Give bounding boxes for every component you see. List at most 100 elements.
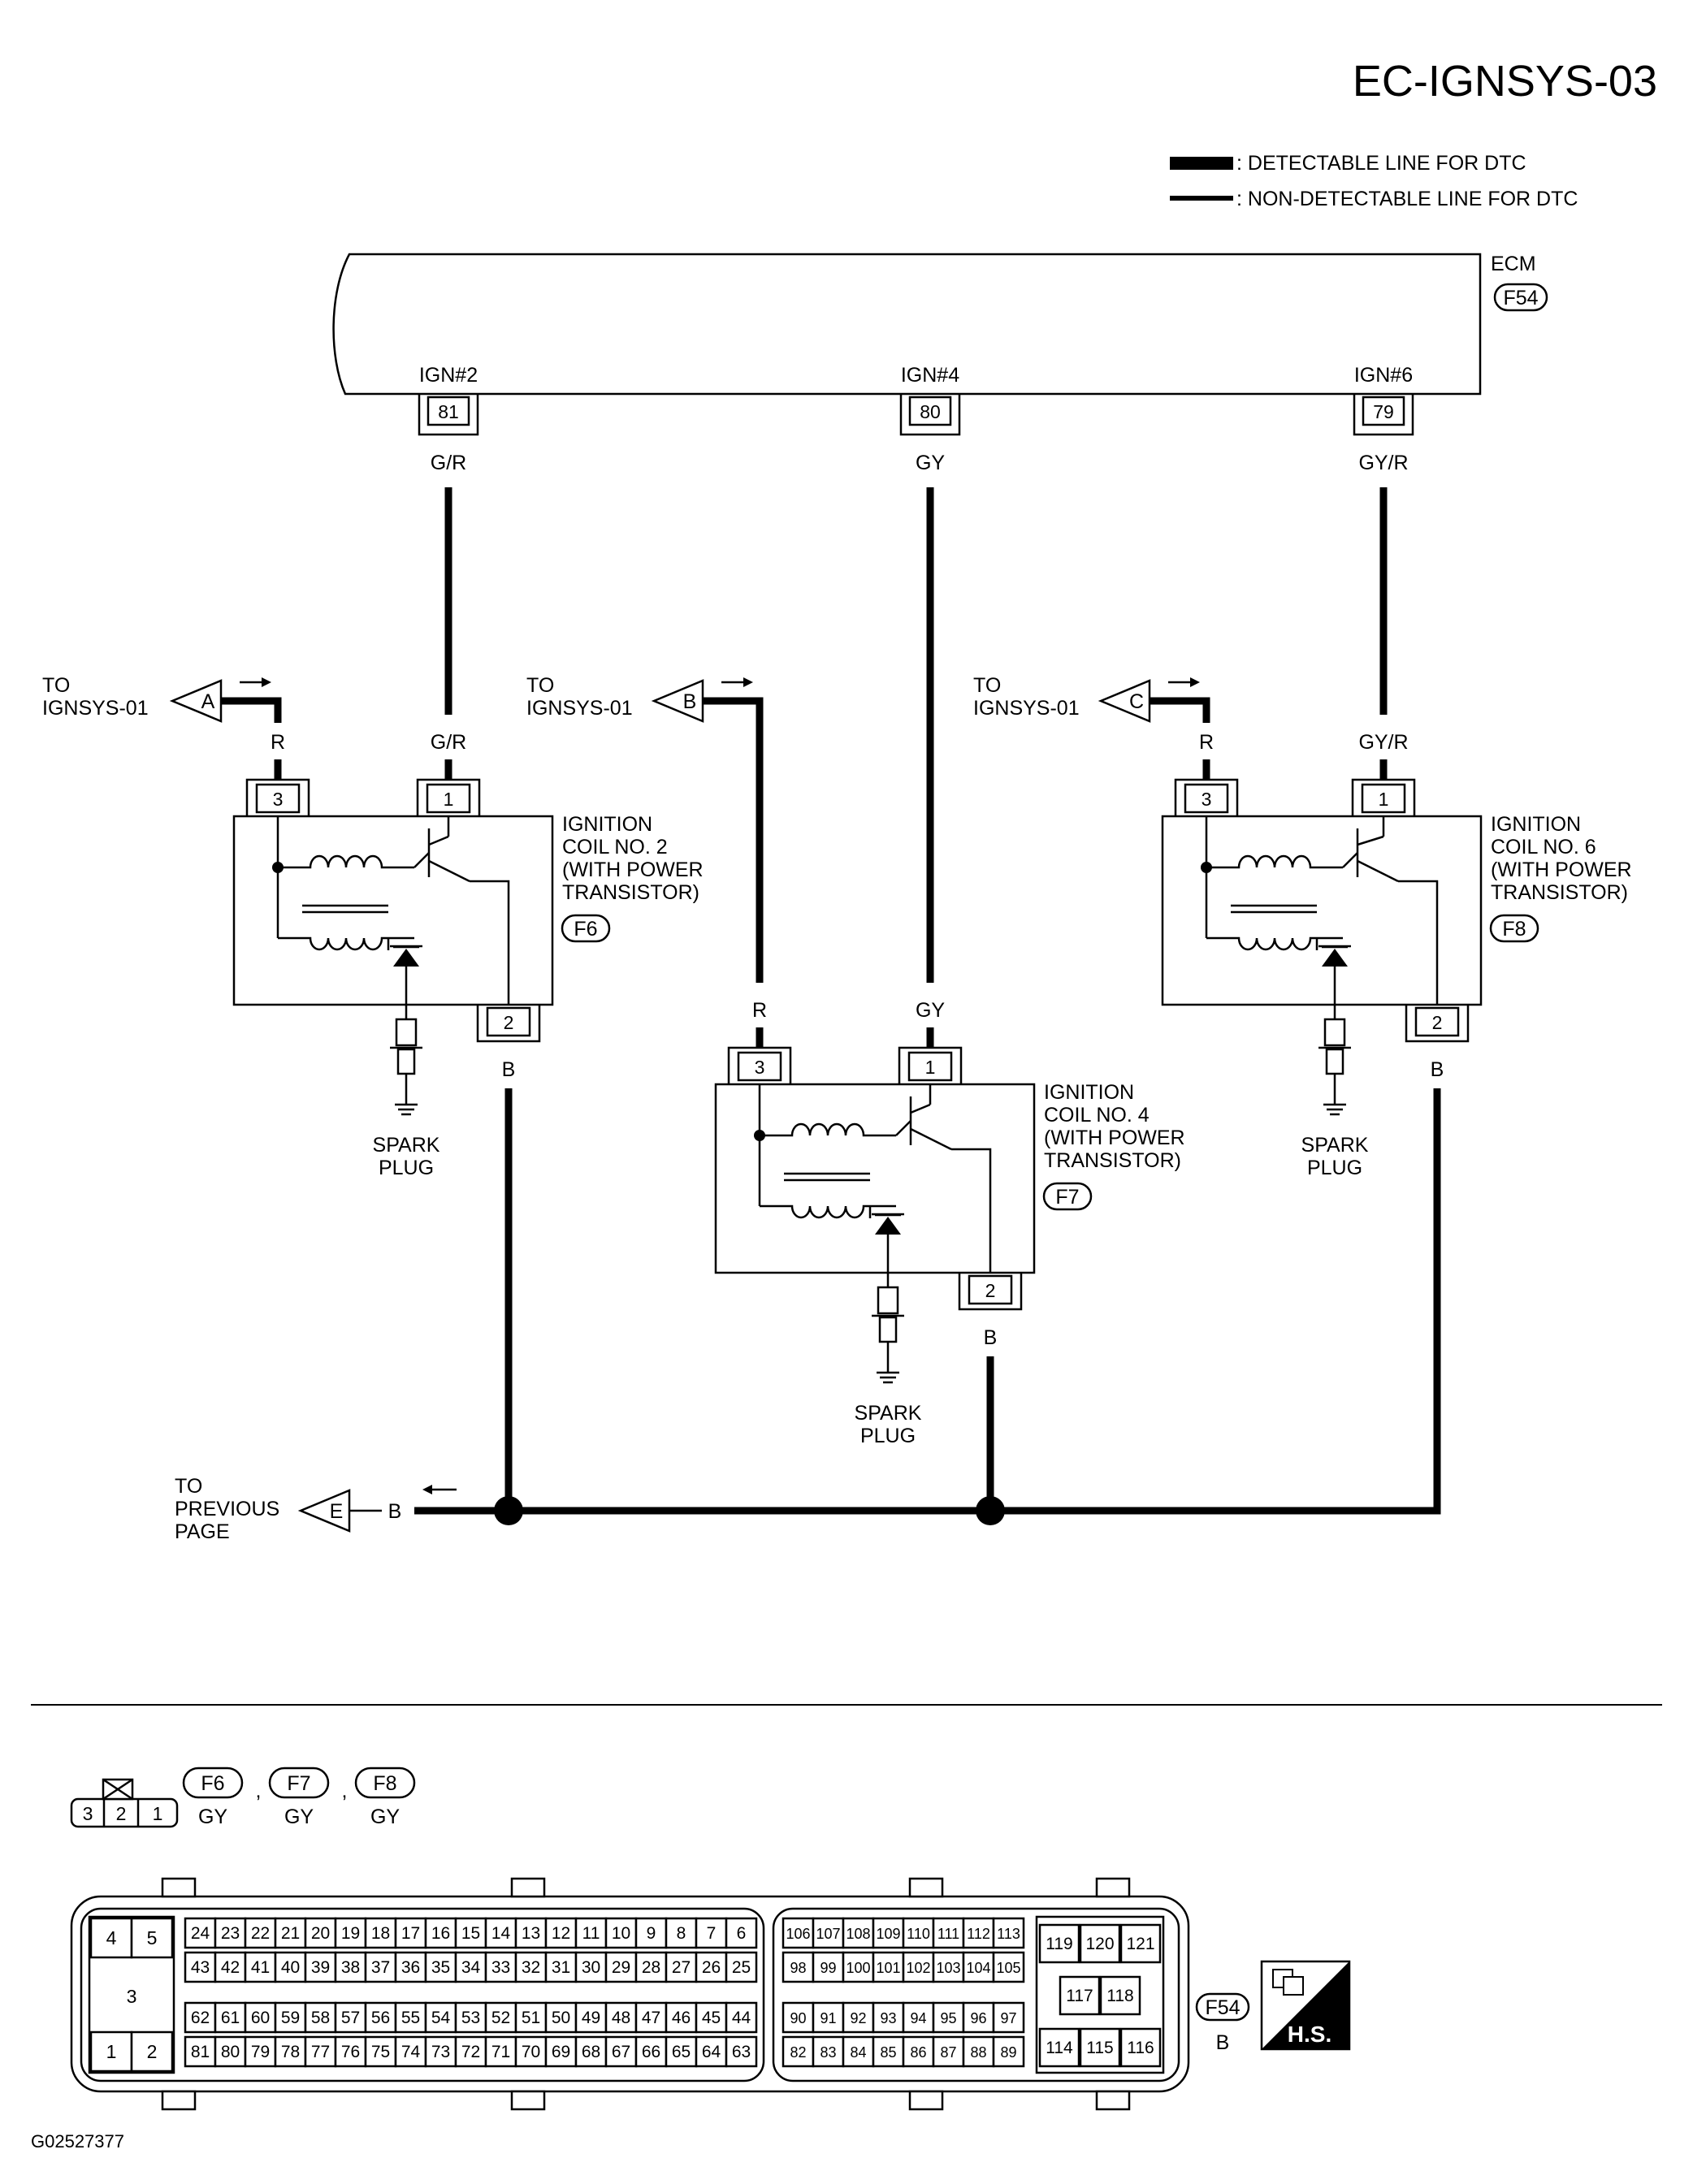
connector-pin-number: 109 [876, 1926, 900, 1942]
coil-connector-badge [1489, 914, 1539, 943]
junction-dot [494, 1496, 523, 1525]
coil-name: IGNITION [1491, 813, 1581, 836]
primary-winding [278, 854, 414, 869]
connector-pin-number: 79 [251, 2043, 270, 2061]
transistor-base [895, 1120, 911, 1136]
connector-pin-number: 21 [281, 1924, 300, 1943]
coil-body [714, 1083, 1036, 1274]
coil-pin-housing [898, 1046, 963, 1084]
coil-pin-number: 2 [504, 1012, 514, 1033]
coil-name: TRANSISTOR) [562, 881, 699, 904]
connector-pin-number: 101 [876, 1960, 900, 1976]
legend-non-detectable-swatch [1170, 196, 1233, 201]
connector-pin-number: 96 [970, 2010, 986, 2026]
ecm-block: ECM F54 IGN#2 81 IGN#4 80 IGN#6 79 [332, 253, 1548, 436]
connector-pin-cell [782, 2001, 815, 2034]
hs-icon: H.S. [1260, 1960, 1351, 2051]
ecm-terminal-pin [426, 396, 470, 426]
connector-pin-cell [244, 2001, 277, 2034]
connector-pin-number: 63 [732, 2043, 751, 2061]
wire-color-label: R [1199, 731, 1214, 754]
spark-plug-label: SPARK [373, 1134, 440, 1157]
connector-pin-cell [1079, 2027, 1121, 2068]
wire-c [1150, 697, 1210, 723]
coil-connector-label: F7 [1055, 1186, 1079, 1209]
offpage-text: PREVIOUS [175, 1498, 279, 1520]
connector-pin-number: 46 [672, 2009, 691, 2027]
ecm-terminal-pin-number: 81 [438, 401, 459, 422]
coil-pin-housing [416, 778, 481, 816]
coil-name: TRANSISTOR) [1044, 1149, 1181, 1172]
connector-pin-cell [574, 1951, 608, 1983]
wire-color-label: B [502, 1058, 516, 1081]
primary-winding [1206, 854, 1343, 869]
connector-badge [182, 1767, 244, 1799]
coil-connector-badge [561, 914, 611, 943]
connector-badge-label: F6 [201, 1772, 224, 1795]
connector-pin-number: 31 [552, 1958, 570, 1977]
connector-badge [354, 1767, 416, 1799]
connector-pin-cell [665, 2035, 698, 2068]
connector-pin-number: 117 [1066, 1987, 1093, 2005]
coil-connector-view: 3 2 1 F6 GY , F7 GY , F8 GY [70, 1767, 416, 1828]
connector-pin-number: 112 [967, 1926, 990, 1942]
connector-badge-label: F54 [1205, 1996, 1240, 2019]
connector-pin-number: 57 [341, 2009, 360, 2027]
connector-tab [908, 2090, 944, 2111]
coil-name: COIL NO. 2 [562, 836, 668, 858]
connector-pin-cell [634, 2001, 668, 2034]
connector-pin-cell [1099, 1975, 1141, 2016]
ecm-terminal-pin-number: 80 [920, 401, 941, 422]
wire-color-label: G/R [431, 452, 466, 474]
connector-pin-number: 85 [880, 2044, 896, 2061]
offpage-connector-e: TO PREVIOUS PAGE E B [175, 1475, 457, 1543]
connector-pin-cell [1038, 1923, 1080, 1964]
connector-pin-number: 18 [371, 1924, 390, 1943]
connector-pin-cell [334, 1917, 367, 1949]
offpage-text: TO [526, 674, 554, 697]
connector-badge-label: F8 [373, 1772, 396, 1795]
connector-pin-cell [992, 1917, 1025, 1949]
connector-pin-number: 17 [401, 1924, 420, 1943]
connector-pin-number: 82 [790, 2044, 806, 2061]
coil-pin-housing [727, 1046, 792, 1084]
connector-pin-number: 36 [401, 1958, 420, 1977]
offpage-connector-c: TO IGNSYS-01 C R [973, 674, 1214, 780]
junction-dot [976, 1496, 1005, 1525]
connector-pin-number: 51 [522, 2009, 540, 2027]
connector-pin-number: 100 [846, 1960, 870, 1976]
connector-badge-label: F7 [287, 1772, 310, 1795]
connector-pin-cell [695, 2035, 728, 2068]
coil-pin [968, 1274, 1013, 1305]
coil-name: IGNITION [562, 813, 652, 836]
connector-pin-number: 105 [996, 1960, 1020, 1976]
connector-pin-number: 88 [970, 2044, 986, 2061]
connector-pin-cell [454, 1917, 487, 1949]
connector-pin-number: 76 [341, 2043, 360, 2061]
connector-pin-number: 83 [820, 2044, 836, 2061]
wire-color-label: G/R [431, 731, 466, 754]
coil-pin-number: 1 [444, 789, 454, 810]
connector-pin-number: 97 [1000, 2010, 1016, 2026]
coil-ground-wire [951, 1148, 992, 1273]
coil-pin-number: 2 [1432, 1012, 1443, 1033]
connector-pin-number: 56 [371, 2009, 390, 2027]
connector-pin-cell [1119, 2027, 1162, 2068]
connector-pin-number: 71 [491, 2043, 510, 2061]
connector-tab [908, 1877, 944, 1898]
spark-plug-insulator [877, 1286, 899, 1315]
coil-connector-label: F8 [1502, 918, 1526, 941]
connector-pin-number: 19 [341, 1924, 360, 1943]
connector-pin-number: 75 [371, 2043, 390, 2061]
connector-pin-number: 80 [221, 2043, 240, 2061]
wire-color-label: GY [916, 452, 945, 474]
connector-pin-number: 91 [820, 2010, 836, 2026]
connector-pin-cell [842, 1951, 875, 1983]
connector-pin-cell [424, 2001, 457, 2034]
coil-pin [255, 783, 301, 814]
spark-plug-shell [878, 1316, 898, 1343]
coil-pin [486, 1006, 531, 1037]
